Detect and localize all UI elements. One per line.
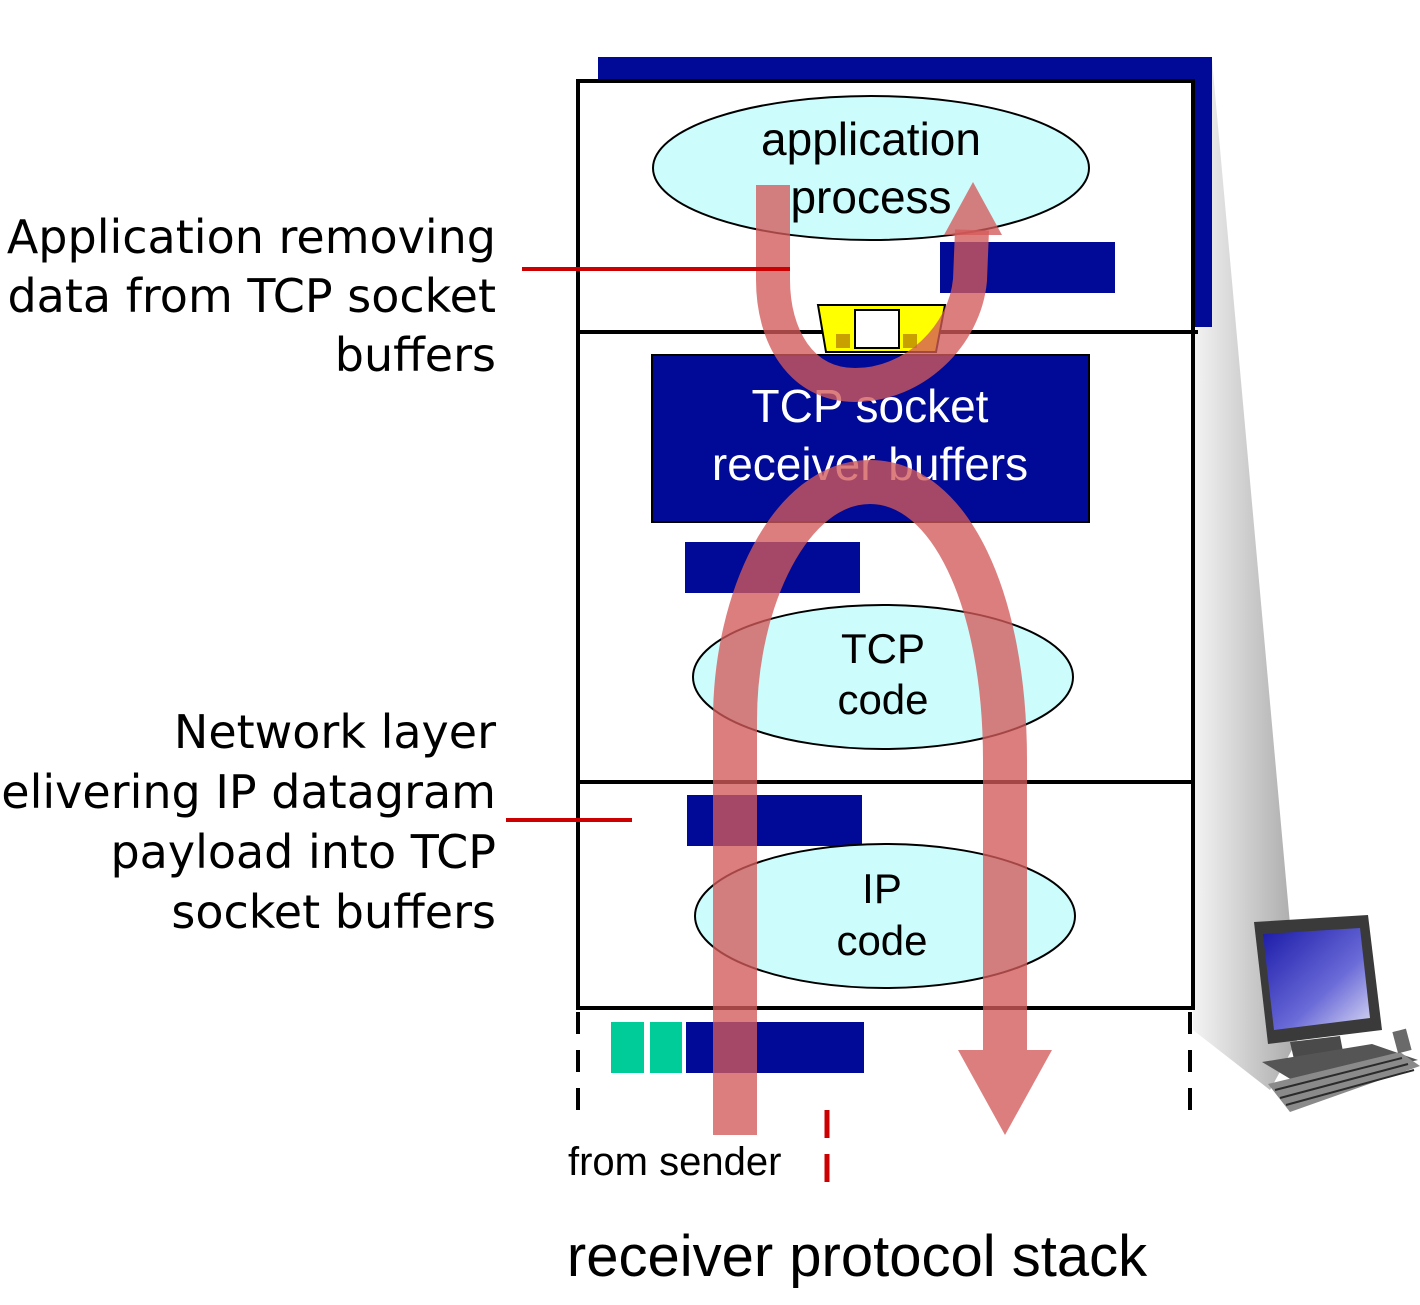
annotation-network-line4: socket buffers — [171, 885, 496, 939]
tcp-code-label-line1: TCP — [841, 625, 925, 672]
ip-code-ellipse — [694, 843, 1076, 989]
arrow-ip-to-buffers — [713, 459, 1027, 1135]
projection-beam — [1193, 60, 1300, 1090]
frame-header-1 — [611, 1022, 644, 1073]
annotation-app-line3: buffers — [335, 328, 496, 382]
annotation-app-line2: data from TCP socket — [7, 269, 496, 323]
ip-code-label-line1: IP — [862, 865, 902, 912]
annotation-network-line3: payload into TCP — [110, 825, 496, 879]
annotation-network-line2: delivering IP datagram — [0, 765, 496, 819]
from-sender-label: from sender — [568, 1140, 781, 1184]
ip-code-label-line2: code — [836, 917, 927, 964]
diagram-caption: receiver protocol stack — [567, 1224, 1148, 1289]
annotation-app-line1: Application removing — [7, 210, 496, 264]
annotation-network-line1: Network layer — [174, 705, 496, 759]
socket-icon — [816, 304, 947, 353]
frame-header-2 — [650, 1022, 682, 1073]
application-label-line2: process — [790, 171, 951, 223]
arrow-buffers-to-app — [756, 185, 989, 403]
tcp-code-label-line2: code — [837, 676, 928, 723]
application-label-line1: application — [761, 113, 981, 165]
frame-payload-block — [686, 1022, 864, 1073]
arrow-buffers-to-app-head — [944, 182, 1002, 235]
arrow-ip-to-buffers-head — [958, 1050, 1052, 1135]
desktop-computer-icon — [1254, 915, 1420, 1112]
